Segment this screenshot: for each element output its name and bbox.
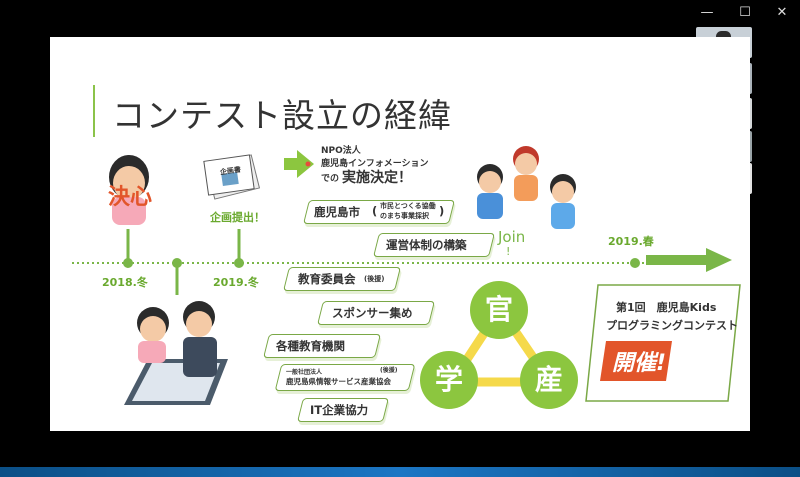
- timeline-dot-2018: [123, 258, 133, 268]
- result-badge-bg: [600, 341, 672, 381]
- proposal-document-icon: [203, 154, 261, 200]
- tag-sponsor: スポンサー集め: [332, 306, 413, 320]
- proposal-label: 企画提出！: [210, 211, 265, 224]
- tag-city: 鹿児島市: [314, 205, 360, 219]
- timeline-dot-2019-spring: [630, 258, 640, 268]
- taskbar: [0, 467, 800, 477]
- date-2018-winter: 2018.冬: [102, 276, 148, 289]
- meeting-illustration: [124, 301, 228, 405]
- tag-it: IT企業協力: [310, 403, 369, 417]
- npo-line1: NPO法人: [321, 146, 361, 156]
- npo-line2: 鹿児島インフォメーション: [321, 159, 429, 169]
- collaboration-triangle: [447, 304, 555, 387]
- tag-assoc-small: 一般社団法人: [286, 369, 323, 376]
- timeline-arrow-head: [706, 248, 732, 272]
- tag-city-paren-close: ): [439, 204, 445, 218]
- circle-industry: 産: [520, 351, 578, 409]
- result-line1: 第1回 鹿児島Kids: [616, 301, 717, 314]
- slide-title: コンテスト設立の経緯: [112, 96, 452, 135]
- tag-city-sub1: 市民とつくる協働: [380, 202, 436, 210]
- timeline-arrow-shaft: [646, 255, 708, 265]
- timeline-dot-mid: [172, 258, 182, 268]
- timeline-graphics: [72, 146, 741, 405]
- kids-illustration: [477, 146, 576, 229]
- tag-assoc: 鹿児島県情報サービス産業協会: [286, 377, 391, 386]
- timeline-dot-2019-winter: [234, 258, 244, 268]
- result-line2: プログラミングコンテスト: [606, 319, 738, 332]
- resolve-girl-illustration: [109, 155, 149, 225]
- close-button[interactable]: ✕: [776, 5, 788, 20]
- tag-institutions: 各種教育機関: [276, 339, 345, 353]
- date-2019-spring: 2019.春: [608, 235, 654, 248]
- circle-academia: 学: [420, 351, 478, 409]
- maximize-button[interactable]: ☐: [739, 5, 751, 20]
- date-2019-winter: 2019.冬: [213, 276, 259, 289]
- circle-government: 官: [470, 281, 528, 339]
- minimize-button[interactable]: —: [700, 5, 714, 20]
- tag-assoc-note: (後援): [380, 367, 398, 374]
- tag-city-sub2: のまち事業採択: [380, 212, 429, 220]
- resolve-label: 決心: [108, 185, 153, 210]
- shared-slide: コンテスト設立の経緯: [50, 37, 750, 431]
- tag-education-board-note: (後援): [364, 275, 385, 283]
- npo-line3-prefix: での: [321, 174, 340, 184]
- join-label: Join: [498, 228, 526, 246]
- join-mark: !: [506, 245, 511, 258]
- green-arrow-icon: [284, 150, 314, 178]
- tag-operation: 運営体制の構築: [386, 238, 467, 252]
- result-badge: 開催!: [612, 351, 667, 376]
- title-accent-bar: [93, 85, 95, 137]
- tag-city-paren-open: (: [372, 204, 378, 218]
- tag-education-board: 教育委員会: [298, 272, 356, 286]
- npo-line3-main: 実施決定！: [342, 170, 412, 186]
